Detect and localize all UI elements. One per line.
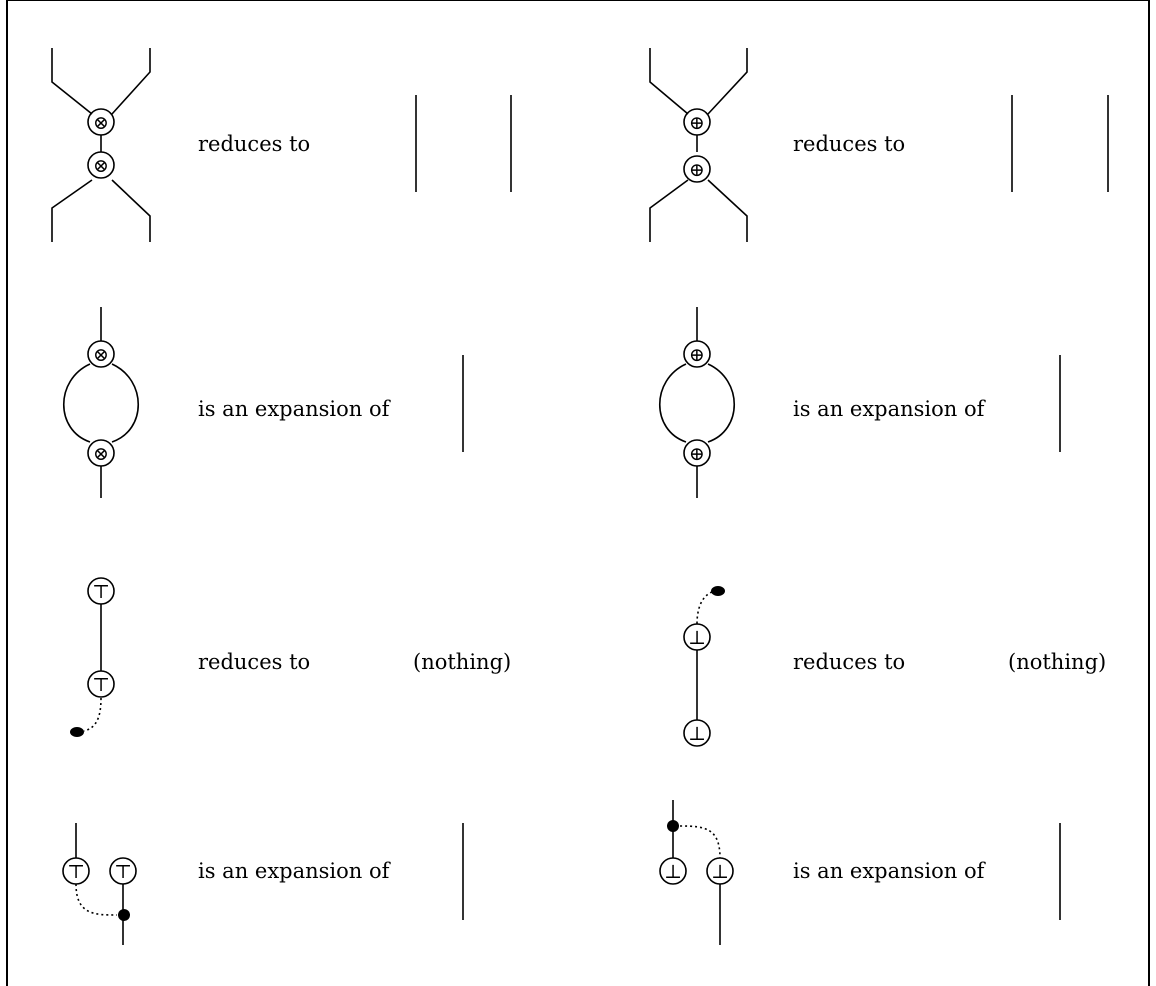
- par-node: ⊕: [683, 340, 711, 368]
- top-cut-diagram: ⊤ ⊤: [70, 577, 115, 737]
- bottom-node: ⊥: [659, 857, 687, 885]
- tensor-node: ⊗: [87, 151, 115, 179]
- top-node: ⊤: [87, 670, 115, 698]
- bottom-node: ⊥: [683, 719, 711, 747]
- nothing-result: (nothing): [1008, 650, 1106, 674]
- nothing-result: (nothing): [413, 650, 511, 674]
- bottom-node: ⊥: [683, 623, 711, 651]
- two-wires-result: [1011, 95, 1109, 192]
- svg-text:⊗: ⊗: [93, 344, 109, 366]
- svg-text:⊤: ⊤: [92, 674, 110, 696]
- top-node: ⊤: [109, 857, 137, 885]
- bottom-pair-expansion-diagram: ⊥ ⊥: [659, 800, 734, 945]
- svg-text:⊤: ⊤: [92, 581, 110, 603]
- svg-text:⊕: ⊕: [689, 344, 705, 366]
- par-node: ⊕: [683, 439, 711, 467]
- tensor-loop-diagram: ⊗ ⊗: [62, 307, 140, 498]
- svg-text:⊗: ⊗: [93, 443, 109, 465]
- par-cut-diagram: ⊕ ⊕: [649, 48, 748, 242]
- rule-label: is an expansion of: [198, 859, 392, 883]
- two-wires-result: [415, 95, 512, 192]
- rule-label: reduces to: [198, 650, 310, 674]
- par-node: ⊕: [683, 108, 711, 136]
- bottom-cut-diagram: ⊥ ⊥: [683, 586, 725, 747]
- svg-text:⊕: ⊕: [689, 443, 705, 465]
- svg-text:⊤: ⊤: [114, 861, 132, 883]
- weakening-link: [70, 727, 84, 737]
- rule-label: is an expansion of: [793, 859, 987, 883]
- tensor-node: ⊗: [87, 340, 115, 368]
- tensor-node: ⊗: [87, 439, 115, 467]
- rule-label: reduces to: [793, 650, 905, 674]
- rule-label: reduces to: [198, 132, 310, 156]
- svg-text:⊥: ⊥: [664, 861, 682, 883]
- svg-text:⊗: ⊗: [93, 112, 109, 134]
- par-loop-diagram: ⊕ ⊕: [658, 307, 736, 498]
- weakening-link: [667, 820, 679, 832]
- weakening-link: [118, 909, 130, 921]
- svg-text:⊕: ⊕: [689, 159, 705, 181]
- figure-frame: [6, 0, 1150, 986]
- top-pair-expansion-diagram: ⊤ ⊤: [62, 823, 137, 945]
- svg-text:⊥: ⊥: [688, 723, 706, 745]
- rule-label: reduces to: [793, 132, 905, 156]
- tensor-node: ⊗: [87, 108, 115, 136]
- bottom-node: ⊥: [706, 857, 734, 885]
- svg-text:⊕: ⊕: [689, 112, 705, 134]
- svg-text:⊗: ⊗: [93, 155, 109, 177]
- top-node: ⊤: [87, 577, 115, 605]
- svg-text:⊤: ⊤: [67, 861, 85, 883]
- rule-label: is an expansion of: [198, 397, 392, 421]
- par-node: ⊕: [683, 155, 711, 183]
- top-node: ⊤: [62, 857, 90, 885]
- weakening-link: [711, 586, 725, 596]
- tensor-cut-diagram: ⊗ ⊗: [51, 48, 151, 242]
- svg-text:⊥: ⊥: [688, 627, 706, 649]
- rule-label: is an expansion of: [793, 397, 987, 421]
- svg-text:⊥: ⊥: [711, 861, 729, 883]
